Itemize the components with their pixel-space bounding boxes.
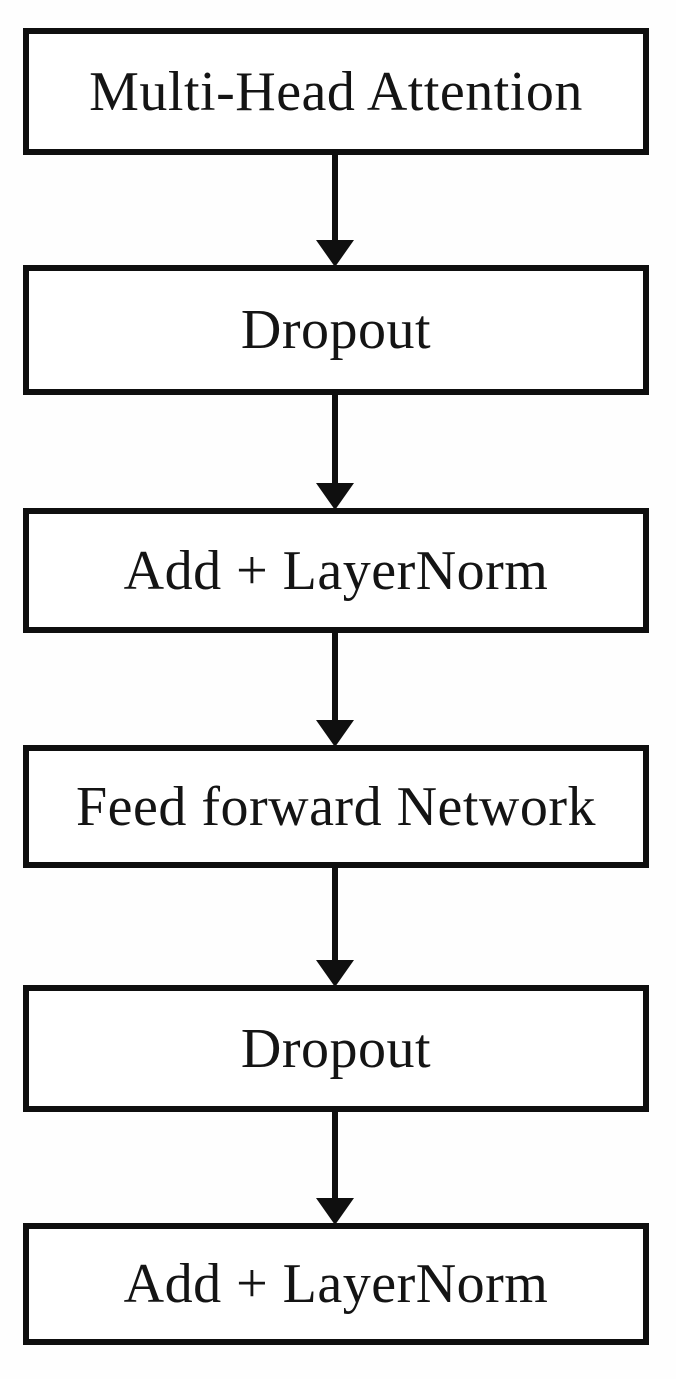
arrow-down-connector-1 bbox=[316, 153, 354, 267]
arrow-shaft bbox=[332, 631, 338, 720]
arrow-down-connector-5 bbox=[316, 1110, 354, 1225]
arrow-down-icon bbox=[316, 720, 354, 747]
arrow-shaft bbox=[332, 153, 338, 240]
arrow-down-icon bbox=[316, 240, 354, 267]
node-label: Dropout bbox=[240, 299, 432, 361]
node-dropout-1: Dropout bbox=[23, 265, 649, 395]
arrow-down-icon bbox=[316, 483, 354, 510]
arrow-shaft bbox=[332, 393, 338, 483]
node-label: Dropout bbox=[240, 1017, 432, 1080]
arrow-down-connector-4 bbox=[316, 866, 354, 987]
node-multi-head-attention: Multi-Head Attention bbox=[23, 28, 649, 155]
node-label: Add + LayerNorm bbox=[123, 539, 549, 602]
node-label: Multi-Head Attention bbox=[89, 60, 583, 123]
node-dropout-2: Dropout bbox=[23, 985, 649, 1112]
arrow-down-connector-2 bbox=[316, 393, 354, 510]
arrow-shaft bbox=[332, 1110, 338, 1198]
arrow-down-connector-3 bbox=[316, 631, 354, 747]
node-label: Add + LayerNorm bbox=[123, 1253, 549, 1315]
node-feed-forward-network: Feed forward Network bbox=[23, 745, 649, 868]
node-label: Feed forward Network bbox=[75, 775, 597, 838]
node-add-layernorm-2: Add + LayerNorm bbox=[23, 1223, 649, 1345]
arrow-shaft bbox=[332, 866, 338, 960]
node-add-layernorm-1: Add + LayerNorm bbox=[23, 508, 649, 633]
arrow-down-icon bbox=[316, 960, 354, 987]
arrow-down-icon bbox=[316, 1198, 354, 1225]
